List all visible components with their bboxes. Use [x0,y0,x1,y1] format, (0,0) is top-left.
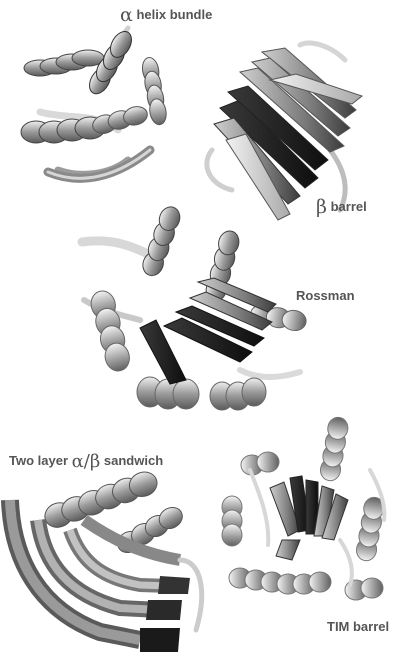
alpha-helix-bundle-label: α helix bundle [120,6,212,25]
tim-barrel-text: TIM barrel [327,619,389,634]
beta-symbol: β [316,196,327,218]
tim-barrel-label: TIM barrel [327,620,389,633]
alpha-beta-sandwich-structure [10,468,202,652]
beta-barrel-label: β barrel [316,198,367,217]
sandwich-text-after: sandwich [104,453,163,468]
alpha-beta-symbol: α/β [72,451,101,472]
alpha-helix-bundle-structure [21,28,168,179]
sandwich-text-before: Two layer [9,453,68,468]
rossman-text: Rossman [296,288,355,303]
alpha-beta-sandwich-label: Two layer α/β sandwich [9,453,163,471]
rossman-label: Rossman [296,289,355,302]
alpha-symbol: α [120,4,133,26]
beta-barrel-structure [207,43,362,220]
rossman-fold-structure [82,204,308,410]
helix-bundle-text: helix bundle [136,7,212,22]
tim-barrel-structure [222,416,386,600]
beta-barrel-text: barrel [331,199,367,214]
